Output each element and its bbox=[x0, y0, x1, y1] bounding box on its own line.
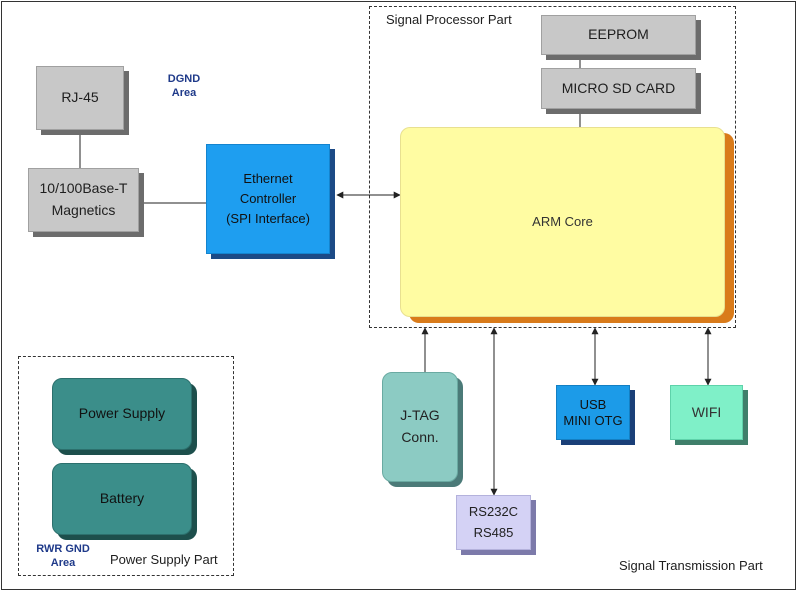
dgnd-note-line1: DGND bbox=[167, 73, 201, 85]
signal-transmission-label: Signal Transmission Part bbox=[619, 558, 763, 573]
usb-mini-otg-block: USB MINI OTG bbox=[556, 385, 630, 440]
ethernet-label-line2: Controller bbox=[239, 190, 297, 206]
rs232-label-line2: RS485 bbox=[473, 524, 514, 540]
dgnd-area-note: DGND Area bbox=[160, 73, 208, 101]
battery-label: Battery bbox=[99, 490, 145, 507]
rj45-label: RJ-45 bbox=[61, 89, 99, 106]
usb-label-line1: USB bbox=[579, 396, 607, 412]
dgnd-note-line2: Area bbox=[171, 86, 197, 99]
rs232-rs485-block: RS232C RS485 bbox=[456, 495, 531, 550]
wifi-block: WIFI bbox=[670, 385, 743, 440]
eeprom-label: EEPROM bbox=[588, 26, 649, 43]
power-supply-block-label: Power Supply bbox=[78, 405, 166, 422]
ethernet-label-line1: Ethernet bbox=[243, 170, 293, 186]
ethernet-label-line3: (SPI Interface) bbox=[226, 211, 310, 227]
jtag-connector-block: J-TAG Conn. bbox=[382, 372, 458, 482]
power-supply-label: Power Supply Part bbox=[110, 552, 218, 567]
signal-processor-label: Signal Processor Part bbox=[386, 12, 512, 27]
rwr-gnd-note-line1: RWR GND bbox=[36, 543, 90, 555]
usb-label-line2: MINI OTG bbox=[563, 412, 623, 428]
micro-sd-card-block: MICRO SD CARD bbox=[541, 68, 696, 109]
rwr-gnd-area-note: RWR GND Area bbox=[28, 543, 98, 571]
eeprom-block: EEPROM bbox=[541, 15, 696, 55]
rwr-gnd-note-line2: Area bbox=[50, 556, 76, 569]
magnetics-label-line2: Magnetics bbox=[51, 202, 116, 218]
micro-sd-card-label: MICRO SD CARD bbox=[561, 79, 676, 96]
rj45-block: RJ-45 bbox=[36, 66, 124, 130]
magnetics-label-line1: 10/100Base-T bbox=[39, 180, 128, 197]
rs232-label-line1: RS232C bbox=[468, 504, 519, 520]
power-supply-block: Power Supply bbox=[52, 378, 192, 450]
arm-core-block: ARM Core bbox=[400, 127, 725, 317]
jtag-label-line1: J-TAG bbox=[400, 407, 440, 424]
power-supply-region bbox=[18, 356, 234, 576]
battery-block: Battery bbox=[52, 463, 192, 535]
ethernet-controller-block: Ethernet Controller (SPI Interface) bbox=[206, 144, 330, 254]
magnetics-block: 10/100Base-T Magnetics bbox=[28, 168, 139, 232]
arm-core-label: ARM Core bbox=[532, 214, 593, 229]
wifi-label: WIFI bbox=[691, 403, 722, 420]
signal-processor-region bbox=[369, 6, 736, 328]
jtag-label-line2: Conn. bbox=[401, 429, 439, 445]
